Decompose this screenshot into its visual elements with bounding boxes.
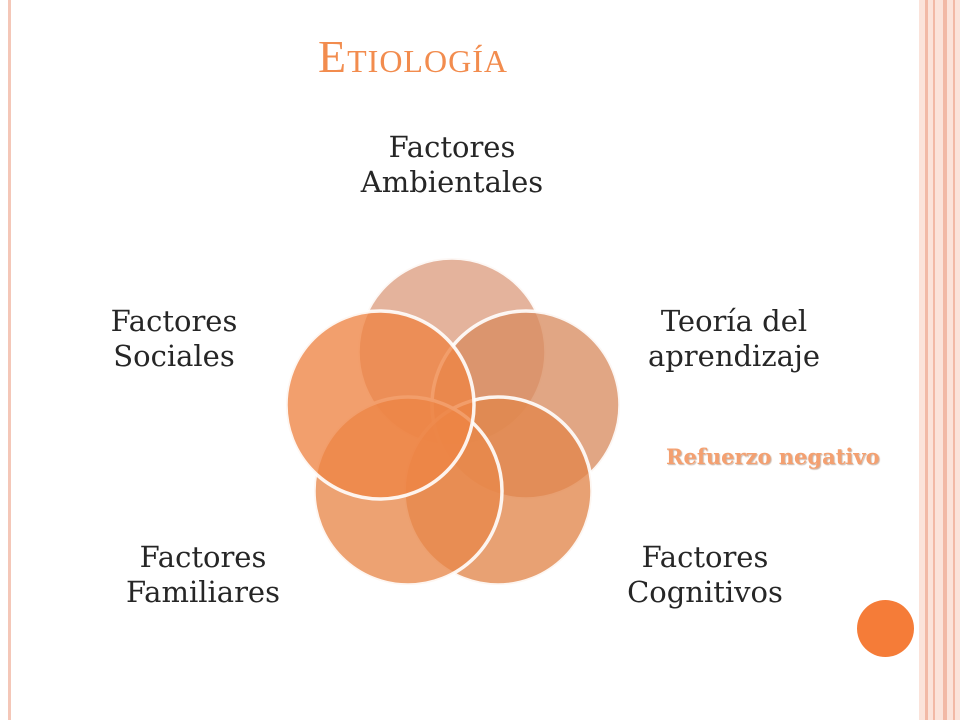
title-rest: tiología [347,31,508,82]
label-teoria-aprendizaje: Teoría del aprendizaje [647,304,821,373]
title-initial: E [318,31,348,82]
slide-title: Etiología [318,30,508,83]
label-factores-ambientales: Factores Ambientales [360,130,544,199]
note-refuerzo-negativo: Refuerzo negativo [666,444,880,469]
label-factores-familiares: Factores Familiares [126,540,280,609]
circle-factores-sociales [284,309,476,501]
left-border [8,0,11,720]
label-factores-cognitivos: Factores Cognitivos [627,540,783,609]
label-factores-sociales: Factores Sociales [110,304,238,373]
decorative-orange-dot [857,600,914,657]
right-border-decoration [919,0,960,720]
